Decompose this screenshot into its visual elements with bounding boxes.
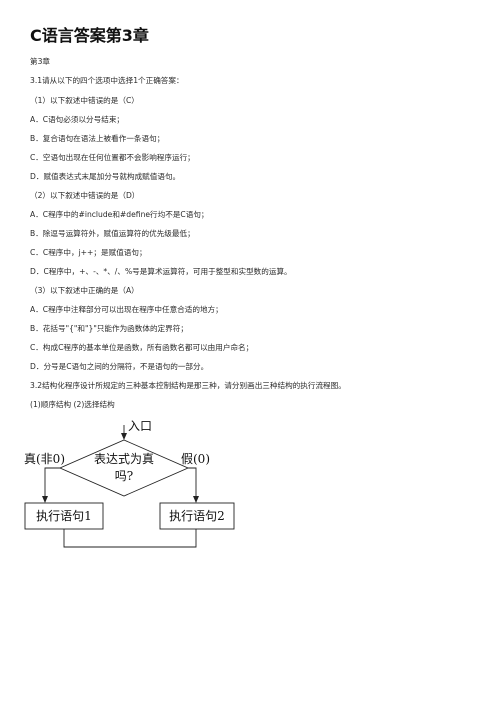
false-arrowhead <box>193 496 199 503</box>
structure-labels: (1)顺序结构 (2)选择结构 <box>30 400 115 409</box>
condition-label-line2: 吗? <box>115 469 133 483</box>
section-3-2-heading: 3.2结构化程序设计所规定的三种基本控制结构是那三种，请分别画出三种结构的执行流… <box>30 381 346 390</box>
true-branch-line <box>44 467 60 496</box>
question-1: （1）以下叙述中错误的是（C） <box>30 96 139 105</box>
section-3-1-heading: 3.1请从以下的四个选项中选择1个正确答案： <box>30 76 184 85</box>
page-title: C语言答案第3章 <box>30 26 149 45</box>
false-branch-label: 假(0) <box>181 452 210 466</box>
option-3-b: B．花括号"{"和"}"只能作为函数体的定界符； <box>30 324 188 333</box>
option-2-c: C．C程序中，j++；是赋值语句； <box>30 248 147 257</box>
false-branch-line <box>188 467 197 496</box>
chapter-label: 第3章 <box>30 57 51 66</box>
option-1-a: A．C语句必须以分号结束； <box>30 115 125 124</box>
statement2-label: 执行语句2 <box>169 509 225 523</box>
option-1-c: C．空语句出现在任何位置都不会影响程序运行； <box>30 153 195 162</box>
condition-label-line1: 表达式为真 <box>94 452 154 466</box>
true-arrowhead <box>42 496 48 503</box>
option-1-b: B．复合语句在语法上被看作一条语句； <box>30 134 165 143</box>
option-2-d: D．C程序中，+、-、*、/、%号是算术运算符，可用于整型和实型数的运算。 <box>30 267 292 276</box>
merge-line <box>63 529 197 548</box>
option-3-c: C．构成C程序的基本单位是函数，所有函数名都可以由用户命名； <box>30 343 254 352</box>
true-branch-label: 真(非0) <box>24 452 65 466</box>
entry-arrowhead <box>121 433 127 440</box>
question-2: （2）以下叙述中错误的是（D） <box>30 191 140 200</box>
decision-diamond <box>58 439 190 497</box>
option-2-b: B．除逗号运算符外，赋值运算符的优先级最低； <box>30 229 195 238</box>
entry-label: 入口 <box>128 419 152 433</box>
option-3-d: D．分号是C语句之间的分隔符，不是语句的一部分。 <box>30 362 209 371</box>
option-2-a: A．C程序中的#include和#define行均不是C语句； <box>30 210 209 219</box>
statement1-label: 执行语句1 <box>36 509 92 523</box>
question-3: （3）以下叙述中正确的是（A） <box>30 286 139 295</box>
statement1-box <box>24 502 104 530</box>
option-1-d: D．赋值表达式末尾加分号就构成赋值语句。 <box>30 172 181 181</box>
statement2-box <box>159 502 235 530</box>
option-3-a: A．C程序中注释部分可以出现在程序中任意合适的地方； <box>30 305 223 314</box>
